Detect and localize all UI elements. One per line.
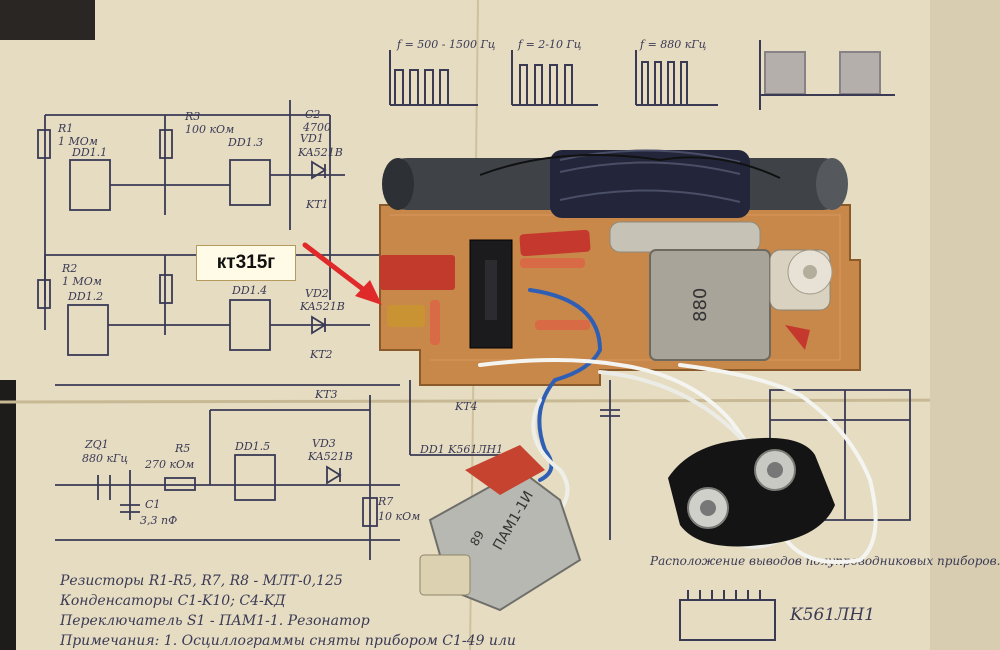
chip-outline-bottom [679,590,776,641]
note-line-4: Примечания: 1. Осциллограммы сняты прибо… [59,633,516,649]
film-capacitor [609,221,761,253]
wave-label-3: f = 880 кГц [639,38,707,51]
res-r2-value: 1 МОм [62,275,102,288]
waveform-2 [511,50,598,106]
res-r1: R1 [57,122,73,135]
blue-wire [528,288,603,482]
capacitor-red-1 [380,255,455,290]
test-point-kt4: KT4 [454,400,478,413]
res-r7: R7 [377,495,393,508]
resistor-1 [520,258,585,268]
diode-vd1-type: KA521B [297,146,343,159]
paper-top-left-dark [0,0,95,40]
cap-c2-value: 4700 [302,121,331,134]
wave-label-1: f = 500 - 1500 Гц [396,38,496,51]
test-point-kt1: KT1 [305,198,329,211]
switch-number: 89 [467,528,487,548]
ic-label-area [485,260,497,320]
capacitor-red-3 [785,325,810,350]
wave-label-2: f = 2-10 Гц [517,38,582,51]
res-r5: R5 [174,442,190,455]
waveform-4 [759,40,895,110]
res-r5-value: 270 кОм [144,458,194,471]
annotation-arrow [302,242,382,305]
res-r1-value: 1 МОм [58,135,98,148]
transistor-label-box: кт315г [196,245,296,281]
resistor-2 [535,320,590,330]
res-r3-value: 100 кОм [185,123,234,136]
gate-dd1-3: DD1.3 [227,136,263,149]
diode-vd3-type: KA521B [307,450,353,463]
resistor-3 [430,300,440,345]
crystal-freq: 880 кГц [82,452,128,465]
test-point-kt2: KT2 [309,348,333,361]
battery-clip [668,437,835,547]
crystal-label: ZQ1 [84,438,109,451]
diode-vd3: VD3 [312,437,336,450]
gate-dd1-1: DD1.1 [71,146,107,159]
res-r3: R3 [184,110,200,123]
paper-right-edge [930,0,1000,650]
test-point-kt3: KT3 [314,388,338,401]
schematic-labels: f = 500 - 1500 Гц f = 2-10 Гц f = 880 кГ… [57,38,707,527]
res-r2: R2 [61,262,77,275]
diode-vd2: VD2 [305,287,329,300]
diode-vd1: VD1 [300,132,324,145]
quartz-crystal [649,249,771,361]
waveform-3 [635,50,718,106]
white-wire-3 [531,398,570,512]
quartz-label: 880 [690,288,711,322]
capacitor-yellow [387,305,425,327]
note-line-2: Конденсаторы C1-K10; C4-KД [59,593,286,609]
white-wire-1 [478,358,878,564]
waveform-1 [389,50,478,106]
pcb-components: 880 [380,221,833,361]
note-line-1: Резисторы R1-R5, R7, R8 - МЛТ-0,125 [59,573,343,589]
cap-c2: C2 [305,108,320,121]
paper-left-edge-shadow [0,380,16,650]
transistor-label: кт315г [216,252,276,273]
note-line-3: Переключатель S1 - ПАМ1-1. Резонатор [59,613,370,629]
gate-dd1-2: DD1.2 [67,290,103,303]
cap-c1: C1 [145,498,160,511]
diode-vd2-type: KA521B [299,300,345,313]
chip-bottom-label: K561ЛН1 [789,605,875,625]
gate-dd1-5: DD1.5 [234,440,270,453]
gate-dd1-4: DD1.4 [231,284,267,297]
paper-fold-horizontal [0,398,1000,404]
slide-switch: ПАМ1-1И 89 [419,445,582,612]
capacitor-red-2 [519,229,591,257]
ferrite-rod-antenna [382,149,848,218]
res-r7-value: 10 кОм [378,510,420,523]
chip-label: DD1 K561ЛН1 [419,443,503,456]
cap-c1-value: 3,3 пФ [140,514,177,527]
